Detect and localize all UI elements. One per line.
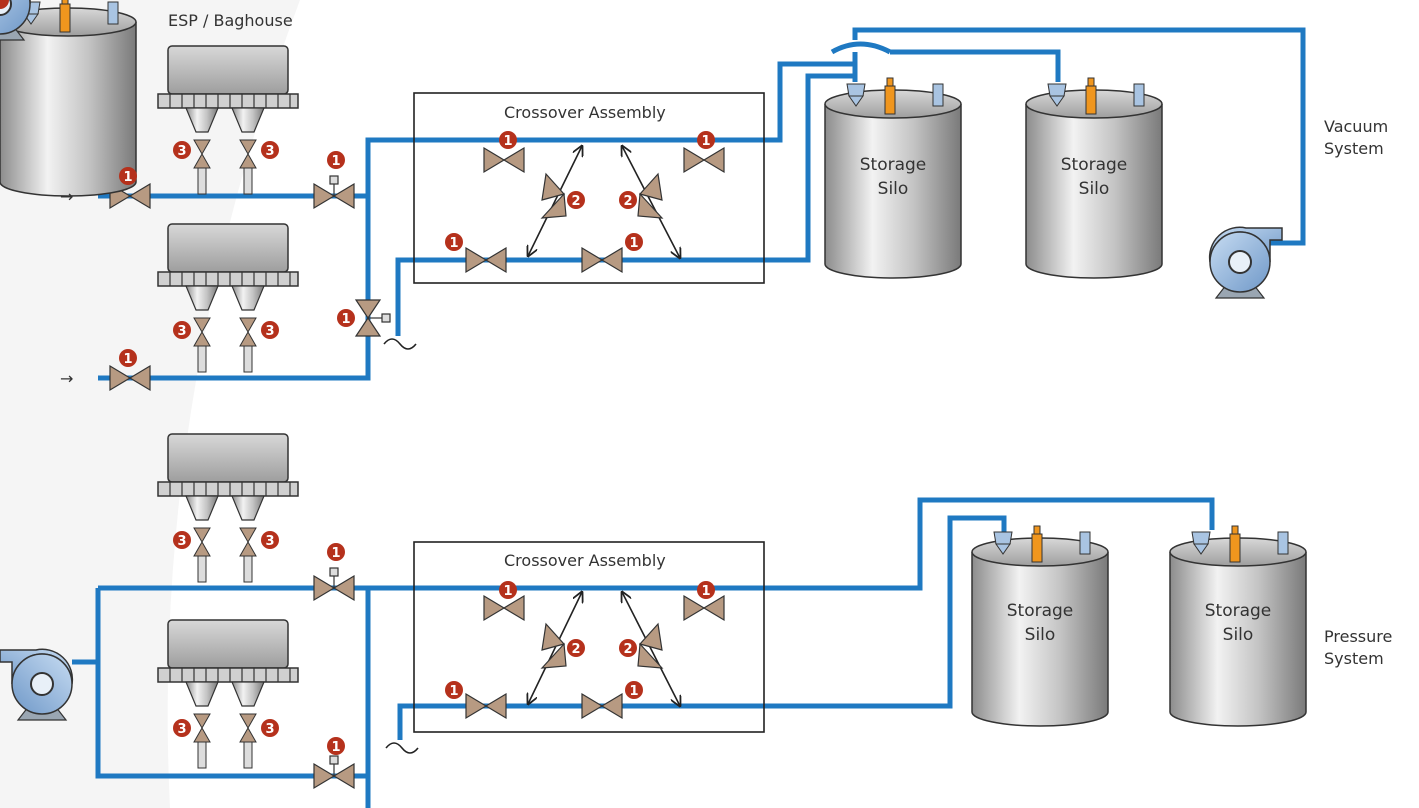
vacuum-system-label: System (1324, 139, 1384, 158)
blower-icon (1208, 226, 1283, 299)
butterfly-valve-icon (581, 247, 623, 273)
svg-text:3: 3 (177, 324, 186, 339)
crossover-box-top (413, 92, 765, 284)
crossover-flow-arrows-top (528, 146, 680, 258)
pipes-pressure (72, 497, 1215, 808)
svg-text:2: 2 (623, 194, 632, 209)
svg-text:2: 2 (571, 642, 580, 657)
svg-text:1: 1 (331, 154, 340, 169)
svg-text:1: 1 (629, 684, 638, 699)
butterfly-valve-icon (483, 147, 525, 173)
crossover-assembly-label: Crossover Assembly (504, 103, 666, 122)
diverter-valve-icon (541, 173, 567, 219)
svg-text:3: 3 (265, 534, 274, 549)
silo-label: Silo (1025, 625, 1056, 645)
storage-silo-icon (1025, 77, 1163, 279)
svg-text:1: 1 (503, 584, 512, 599)
esp-baghouse-label: ESP / Baghouse (168, 11, 293, 30)
open-end-bottom (385, 742, 419, 754)
svg-text:2: 2 (571, 194, 580, 209)
blower-icon (0, 0, 31, 41)
svg-text:1: 1 (449, 236, 458, 251)
silo-label: Storage (1205, 601, 1272, 621)
inlet-arrow: → (60, 369, 73, 388)
svg-text:3: 3 (265, 324, 274, 339)
silo-label: Storage (860, 155, 927, 175)
svg-text:3: 3 (265, 722, 274, 737)
svg-text:1: 1 (341, 312, 350, 327)
butterfly-valve-icon (465, 247, 507, 273)
crossover-box-bottom (413, 541, 765, 733)
svg-text:1: 1 (331, 740, 340, 755)
silo-label: Silo (878, 179, 909, 199)
butterfly-valve-icon (683, 595, 725, 621)
butterfly-valve-icon (354, 299, 391, 337)
silo-label: Silo (1223, 625, 1254, 645)
crossover-assembly-label: Crossover Assembly (504, 551, 666, 570)
diverter-valve-icon (637, 173, 663, 219)
svg-text:1: 1 (503, 134, 512, 149)
svg-text:1: 1 (449, 684, 458, 699)
diverter-valve-icon (541, 623, 567, 669)
esp-hopper-icon (157, 433, 299, 583)
vacuum-system-label: Vacuum (1324, 117, 1388, 136)
esp-hopper-icon (157, 619, 299, 769)
open-end-top (383, 338, 417, 350)
svg-text:3: 3 (177, 534, 186, 549)
svg-text:1: 1 (123, 352, 132, 367)
svg-text:3: 3 (265, 144, 274, 159)
crossover-flow-arrows-bottom (528, 592, 680, 706)
svg-text:3: 3 (177, 144, 186, 159)
storage-silo-icon (824, 77, 962, 279)
silo-label: Silo (1079, 179, 1110, 199)
callout-badge-2: 2 2 2 2 (567, 191, 637, 657)
storage-silo-icon (0, 0, 137, 197)
svg-text:1: 1 (331, 546, 340, 561)
svg-text:2: 2 (623, 642, 632, 657)
butterfly-valve-icon (683, 147, 725, 173)
svg-text:1: 1 (123, 170, 132, 185)
esp-hopper-icon (157, 45, 299, 195)
pressure-system-label: Pressure (1324, 627, 1392, 646)
butterfly-valve-icon (581, 693, 623, 719)
svg-text:3: 3 (177, 722, 186, 737)
pressure-system-label: System (1324, 649, 1384, 668)
valve-actuators (329, 175, 339, 776)
callout-badge-1: 1 1 1 1 1 1 1 1 1 1 1 1 1 1 (119, 131, 715, 755)
svg-text:1: 1 (701, 584, 710, 599)
inlet-arrow: → (60, 187, 73, 206)
butterfly-valve-icon (465, 693, 507, 719)
svg-text:1: 1 (629, 236, 638, 251)
callout-badge (0, 0, 9, 9)
background-swoosh (0, 0, 300, 808)
butterfly-valve-icon (483, 595, 525, 621)
svg-text:1: 1 (701, 134, 710, 149)
silo-label: Storage (1007, 601, 1074, 621)
callout-badge-3: 3 3 3 3 3 3 3 3 (173, 141, 279, 737)
silo-label: Storage (1061, 155, 1128, 175)
